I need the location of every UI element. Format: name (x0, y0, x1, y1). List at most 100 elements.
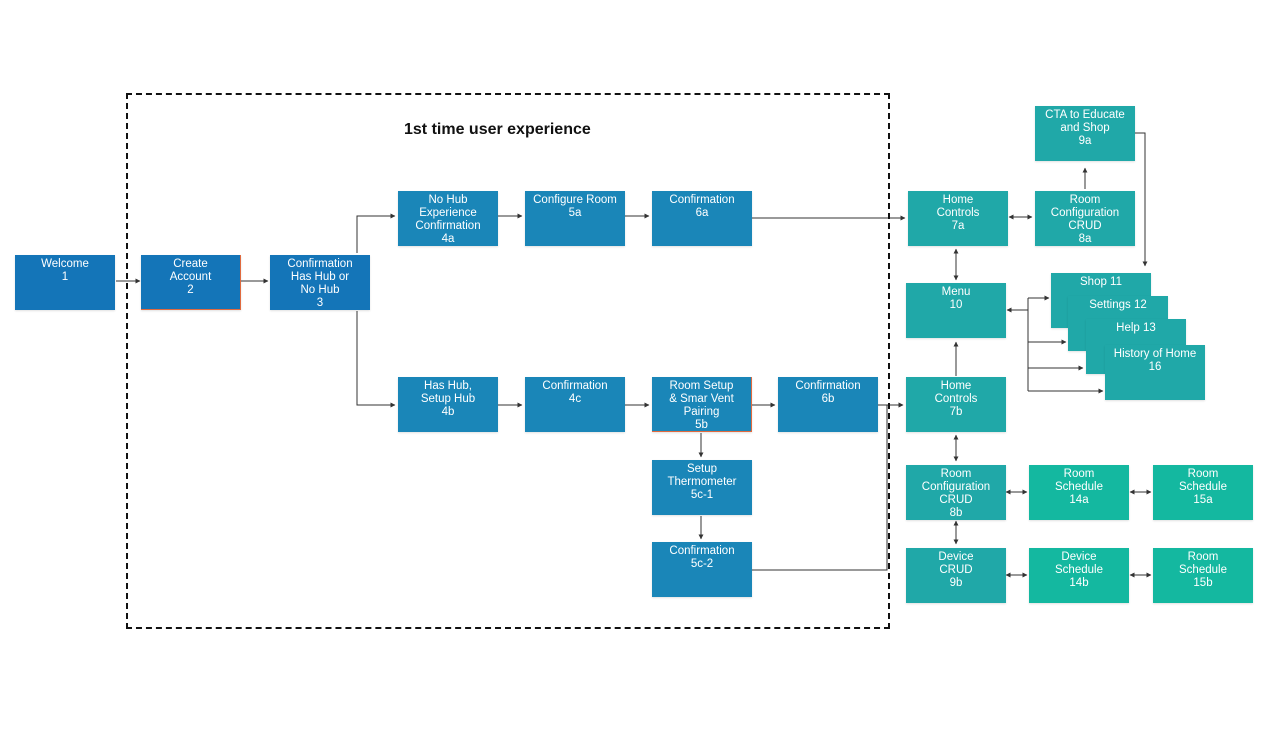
node-label-line: 1 (61, 271, 69, 283)
node-label-line: Account (169, 271, 212, 283)
node-label-line: 9a (1078, 135, 1092, 147)
node-label-line: 10 (949, 299, 963, 311)
node-label-line: Home (940, 380, 972, 392)
node-label-line: Confirmation (287, 258, 353, 270)
node-label-line: 3 (316, 297, 324, 309)
node-label-line: & Smar Vent (669, 393, 734, 405)
node-label-line: Schedule (1179, 481, 1227, 493)
node-label-line: 15b (1193, 577, 1213, 589)
node-label-line: Pairing (683, 406, 720, 418)
node-label-line: 8b (949, 507, 963, 519)
node-label-line: 5a (568, 207, 582, 219)
node-label-line: 14b (1069, 577, 1089, 589)
node-label-line: 7b (949, 406, 963, 418)
node-label-line: No Hub (300, 284, 340, 296)
node-label-line: 16 (1148, 361, 1162, 373)
node-label-line: Controls (934, 393, 978, 405)
node-label-line: 9b (949, 577, 963, 589)
node-label-line: Schedule (1179, 564, 1227, 576)
node-label-line: 4b (441, 406, 455, 418)
node-label-line: No Hub (428, 194, 468, 206)
node-label-line: Home (942, 194, 974, 206)
node-label-line: 4a (441, 233, 455, 245)
node-label-line: 14a (1069, 494, 1089, 506)
node-label-line: Room (1187, 468, 1219, 480)
node-label-line: 8a (1078, 233, 1092, 245)
node-label-line: CTA to Educate (1045, 109, 1125, 121)
node-label-line: Device (1061, 551, 1097, 563)
node-label-line: Confirmation (542, 380, 608, 392)
node-label-line: Room (1187, 551, 1219, 563)
arrow-9a-shop (1134, 132, 1148, 267)
node-label-line: 2 (187, 284, 194, 296)
node-label-line: 6b (821, 393, 835, 405)
node-label-line: Configuration (921, 481, 991, 493)
node-label-line: 7a (951, 220, 965, 232)
arrow-3-4b (356, 311, 396, 408)
node-label-line: and Shop (1060, 122, 1110, 134)
arrow-3-4a (356, 213, 396, 253)
node-label-line: Controls (936, 207, 980, 219)
node-label-line: History of Home (1113, 348, 1197, 360)
node-label-line: 4c (568, 393, 582, 405)
node-label-line: CRUD (939, 494, 973, 506)
node-label-line: Schedule (1055, 564, 1103, 576)
node-label-line: Confirmation (669, 194, 735, 206)
frame-title: 1st time user experience (404, 121, 591, 138)
node-label-line: Confirmation (669, 545, 735, 557)
node-label-line: Room (1063, 468, 1095, 480)
node-label-line: 5c-1 (690, 489, 714, 501)
node-label-line: Room Setup (669, 380, 734, 392)
node-label-line: Help 13 (1116, 322, 1156, 334)
node-label-line: Thermometer (667, 476, 737, 488)
node-label-line: Setup (686, 463, 718, 475)
first-time-user-experience-frame (126, 93, 890, 629)
node-label-line: 5c-2 (690, 558, 714, 570)
node-label-line: Configure Room (533, 194, 617, 206)
node-label-line: CRUD (939, 564, 973, 576)
node-label-line: 15a (1193, 494, 1213, 506)
node-label-line: Has Hub, (424, 380, 472, 392)
node-label-line: Confirmation (795, 380, 861, 392)
arrow-5c2-7b (751, 402, 904, 571)
node-label-line: Menu (941, 286, 971, 298)
node-label-line: Setup Hub (420, 393, 476, 405)
node-label-line: Shop 11 (1080, 276, 1122, 288)
node-label-line: Configuration (1050, 207, 1120, 219)
node-label-line: Welcome (41, 258, 89, 270)
node-label-line: Device (938, 551, 974, 563)
node-label-line: Experience (419, 207, 477, 219)
node-label-line: Create (173, 258, 208, 270)
node-label-line: 5b (695, 419, 708, 431)
node-label-line: 6a (695, 207, 709, 219)
node-label-line: Schedule (1055, 481, 1103, 493)
node-label-line: Confirmation (415, 220, 481, 232)
node-label-line: Has Hub or (290, 271, 350, 283)
node-label-line: Room (940, 468, 972, 480)
